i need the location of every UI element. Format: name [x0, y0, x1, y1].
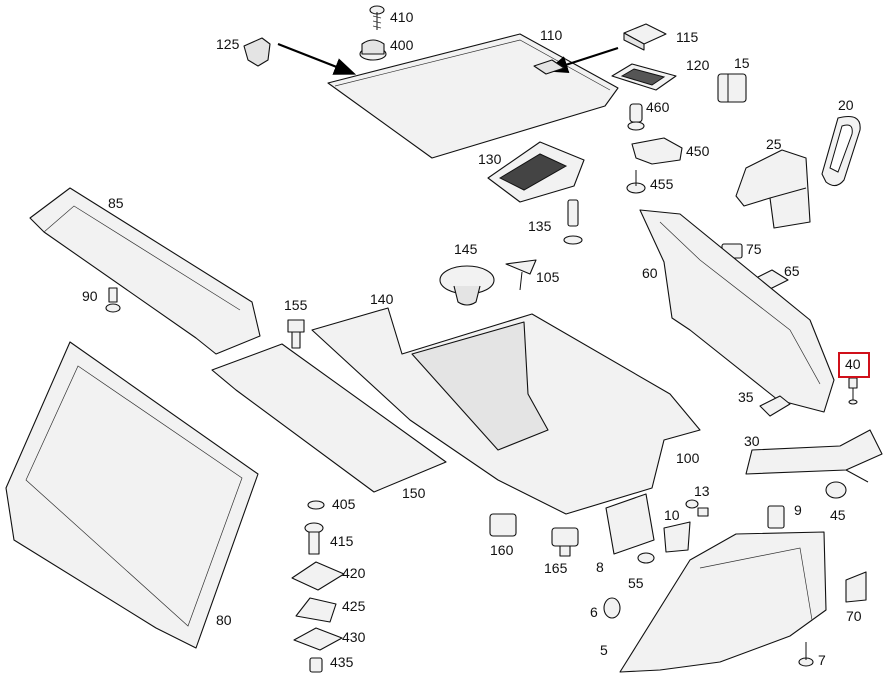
part-5-side-panel — [619, 531, 827, 673]
label-20: 20 — [838, 97, 854, 113]
label-460: 460 — [646, 99, 670, 115]
label-155: 155 — [284, 297, 308, 313]
part-405-washer — [307, 500, 325, 510]
label-65: 65 — [784, 263, 800, 279]
part-55-washer — [637, 552, 655, 564]
label-45: 45 — [830, 507, 846, 523]
part-425-cover — [295, 597, 337, 623]
part-40-pin — [848, 377, 858, 405]
label-7: 7 — [818, 652, 826, 668]
part-9-clip — [767, 505, 785, 529]
label-145: 145 — [454, 241, 478, 257]
part-20-loop — [821, 115, 861, 187]
label-100: 100 — [676, 450, 700, 466]
label-8: 8 — [596, 559, 604, 575]
label-80: 80 — [216, 612, 232, 628]
part-130-tray — [487, 141, 585, 203]
label-25: 25 — [766, 136, 782, 152]
part-160-clip — [489, 513, 517, 537]
part-165-clip — [551, 527, 579, 557]
label-425: 425 — [342, 598, 366, 614]
label-5: 5 — [600, 642, 608, 658]
part-13-screw — [685, 499, 709, 517]
part-430-seal — [293, 627, 343, 651]
label-15: 15 — [734, 55, 750, 71]
label-75: 75 — [746, 241, 762, 257]
part-35-pad — [759, 395, 791, 417]
part-105-clip — [505, 259, 537, 291]
label-9: 9 — [794, 502, 802, 518]
part-90-screw — [105, 287, 121, 313]
highlight-box-40 — [838, 352, 870, 378]
part-30-wiring — [745, 429, 883, 483]
part-6-clip — [603, 597, 621, 619]
part-140-100-trunk-tub — [311, 307, 701, 515]
label-415: 415 — [330, 533, 354, 549]
part-7-screw — [798, 642, 814, 667]
label-400: 400 — [390, 37, 414, 53]
label-405: 405 — [332, 496, 356, 512]
label-105: 105 — [536, 269, 560, 285]
part-120-vent-grille — [611, 63, 677, 91]
part-80-seat-back — [5, 341, 259, 649]
label-55: 55 — [628, 575, 644, 591]
part-60-side-trim — [639, 209, 835, 413]
label-85: 85 — [108, 195, 124, 211]
label-120: 120 — [686, 57, 710, 73]
part-150-floor-cover — [211, 343, 447, 493]
label-70: 70 — [846, 608, 862, 624]
label-420: 420 — [342, 565, 366, 581]
label-160: 160 — [490, 542, 514, 558]
label-140: 140 — [370, 291, 394, 307]
part-25-bracket — [735, 149, 811, 229]
label-13: 13 — [694, 483, 710, 499]
label-115: 115 — [676, 29, 699, 45]
label-410: 410 — [390, 9, 414, 25]
label-125: 125 — [216, 36, 240, 52]
label-150: 150 — [402, 485, 426, 501]
part-70-bracket — [845, 571, 867, 603]
part-400-knob — [359, 39, 387, 61]
label-450: 450 — [686, 143, 710, 159]
label-455: 455 — [650, 176, 674, 192]
part-455-screw — [626, 170, 646, 194]
label-35: 35 — [738, 389, 754, 405]
part-8-access-cover — [605, 493, 655, 555]
part-420-mount — [291, 561, 345, 591]
label-40: 40 — [845, 356, 861, 372]
part-45-screw — [825, 481, 847, 499]
part-15-clip — [717, 73, 747, 103]
label-30: 30 — [744, 433, 760, 449]
part-460-bolt — [627, 103, 645, 131]
part-410-screw — [369, 5, 385, 30]
label-6: 6 — [590, 604, 598, 620]
part-450-latch — [631, 137, 683, 165]
part-10-clip — [663, 521, 691, 553]
part-135-screw — [563, 199, 583, 245]
part-125-clip — [243, 37, 357, 75]
part-415-bolt — [304, 522, 324, 555]
part-115-handle — [533, 23, 667, 75]
label-10: 10 — [664, 507, 680, 523]
label-130: 130 — [478, 151, 502, 167]
part-145-cup-holder — [439, 265, 495, 306]
label-435: 435 — [330, 654, 354, 670]
label-60: 60 — [642, 265, 658, 281]
label-165: 165 — [544, 560, 568, 576]
part-435-cap — [309, 657, 323, 673]
part-85-sill-trim — [29, 187, 261, 355]
label-110: 110 — [540, 27, 563, 43]
part-155-bolt — [287, 319, 305, 349]
label-430: 430 — [342, 629, 366, 645]
label-90: 90 — [82, 288, 98, 304]
label-135: 135 — [528, 218, 552, 234]
